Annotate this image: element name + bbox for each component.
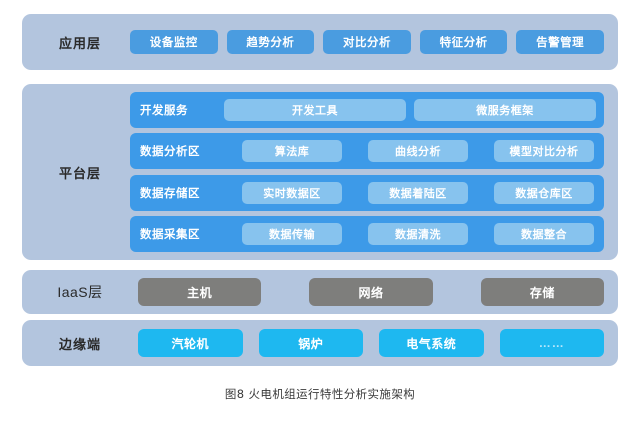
platform-layer-panel: 平台层 开发服务 开发工具 微服务框架 数据分析区 算法库 曲线分析 模型对比分… — [22, 84, 618, 260]
platform-row-title-data-storage: 数据存储区 — [140, 187, 200, 200]
platform-row-title-dev-services: 开发服务 — [140, 105, 188, 117]
figure-caption: 图8 火电机组运行特性分析实施架构 — [224, 387, 416, 401]
platform-chip-dev-tools[interactable]: 开发工具 — [224, 99, 406, 121]
platform-chip-algorithm-library[interactable]: 算法库 — [242, 140, 342, 163]
platform-chip-data-warehouse-zone[interactable]: 数据仓库区 — [494, 181, 594, 204]
platform-chip-data-transmission[interactable]: 数据传输 — [242, 222, 342, 245]
edge-chip-electrical-system[interactable]: 电气系统 — [379, 329, 484, 357]
platform-chip-data-landing-zone[interactable]: 数据着陆区 — [368, 181, 468, 204]
platform-row-title-data-analysis: 数据分析区 — [140, 146, 200, 159]
platform-row-dev-services: 开发服务 开发工具 微服务框架 — [130, 92, 604, 128]
edge-chip-boiler[interactable]: 锅炉 — [258, 329, 363, 357]
iaas-chip-host[interactable]: 主机 — [138, 278, 262, 306]
app-chip-comparison-analysis[interactable]: 对比分析 — [323, 30, 411, 54]
platform-row-data-analysis: 数据分析区 算法库 曲线分析 模型对比分析 — [130, 133, 604, 170]
edge-chip-ellipsis[interactable]: …… — [499, 329, 604, 357]
edge-layer-panel: 边缘端 汽轮机 锅炉 电气系统 …… — [22, 320, 618, 366]
application-layer-panel: 应用层 设备监控 趋势分析 对比分析 特征分析 告警管理 — [22, 14, 618, 70]
platform-chip-realtime-data-zone[interactable]: 实时数据区 — [242, 181, 342, 204]
iaas-layer-label: IaaS层 — [57, 284, 103, 300]
platform-chip-microservice-framework[interactable]: 微服务框架 — [414, 99, 596, 121]
iaas-layer-items: 主机 网络 存储 — [138, 270, 604, 314]
iaas-chip-storage[interactable]: 存储 — [480, 278, 604, 306]
app-chip-alarm-management[interactable]: 告警管理 — [516, 30, 604, 54]
iaas-chip-network[interactable]: 网络 — [309, 278, 433, 306]
iaas-layer-panel: IaaS层 主机 网络 存储 — [22, 270, 618, 314]
edge-layer-items: 汽轮机 锅炉 电气系统 …… — [138, 320, 604, 366]
platform-chip-data-integration[interactable]: 数据整合 — [494, 222, 594, 245]
platform-row-title-data-collection: 数据采集区 — [140, 228, 200, 241]
edge-layer-label: 边缘端 — [58, 336, 101, 352]
platform-chip-data-cleaning[interactable]: 数据清洗 — [368, 222, 468, 245]
platform-chip-curve-analysis[interactable]: 曲线分析 — [368, 140, 468, 163]
platform-row-data-storage: 数据存储区 实时数据区 数据着陆区 数据仓库区 — [130, 174, 604, 211]
app-chip-trend-analysis[interactable]: 趋势分析 — [226, 30, 315, 54]
app-chip-device-monitoring[interactable]: 设备监控 — [130, 30, 218, 54]
application-layer-items: 设备监控 趋势分析 对比分析 特征分析 告警管理 — [130, 14, 604, 70]
edge-chip-steam-turbine[interactable]: 汽轮机 — [138, 329, 243, 357]
platform-layer-label: 平台层 — [58, 165, 101, 181]
platform-row-data-collection: 数据采集区 数据传输 数据清洗 数据整合 — [130, 215, 604, 252]
platform-chip-model-comparison-analysis[interactable]: 模型对比分析 — [494, 140, 594, 163]
platform-layer-rows: 开发服务 开发工具 微服务框架 数据分析区 算法库 曲线分析 模型对比分析 数据… — [130, 92, 604, 252]
application-layer-label: 应用层 — [58, 35, 101, 51]
app-chip-feature-analysis[interactable]: 特征分析 — [419, 30, 508, 54]
